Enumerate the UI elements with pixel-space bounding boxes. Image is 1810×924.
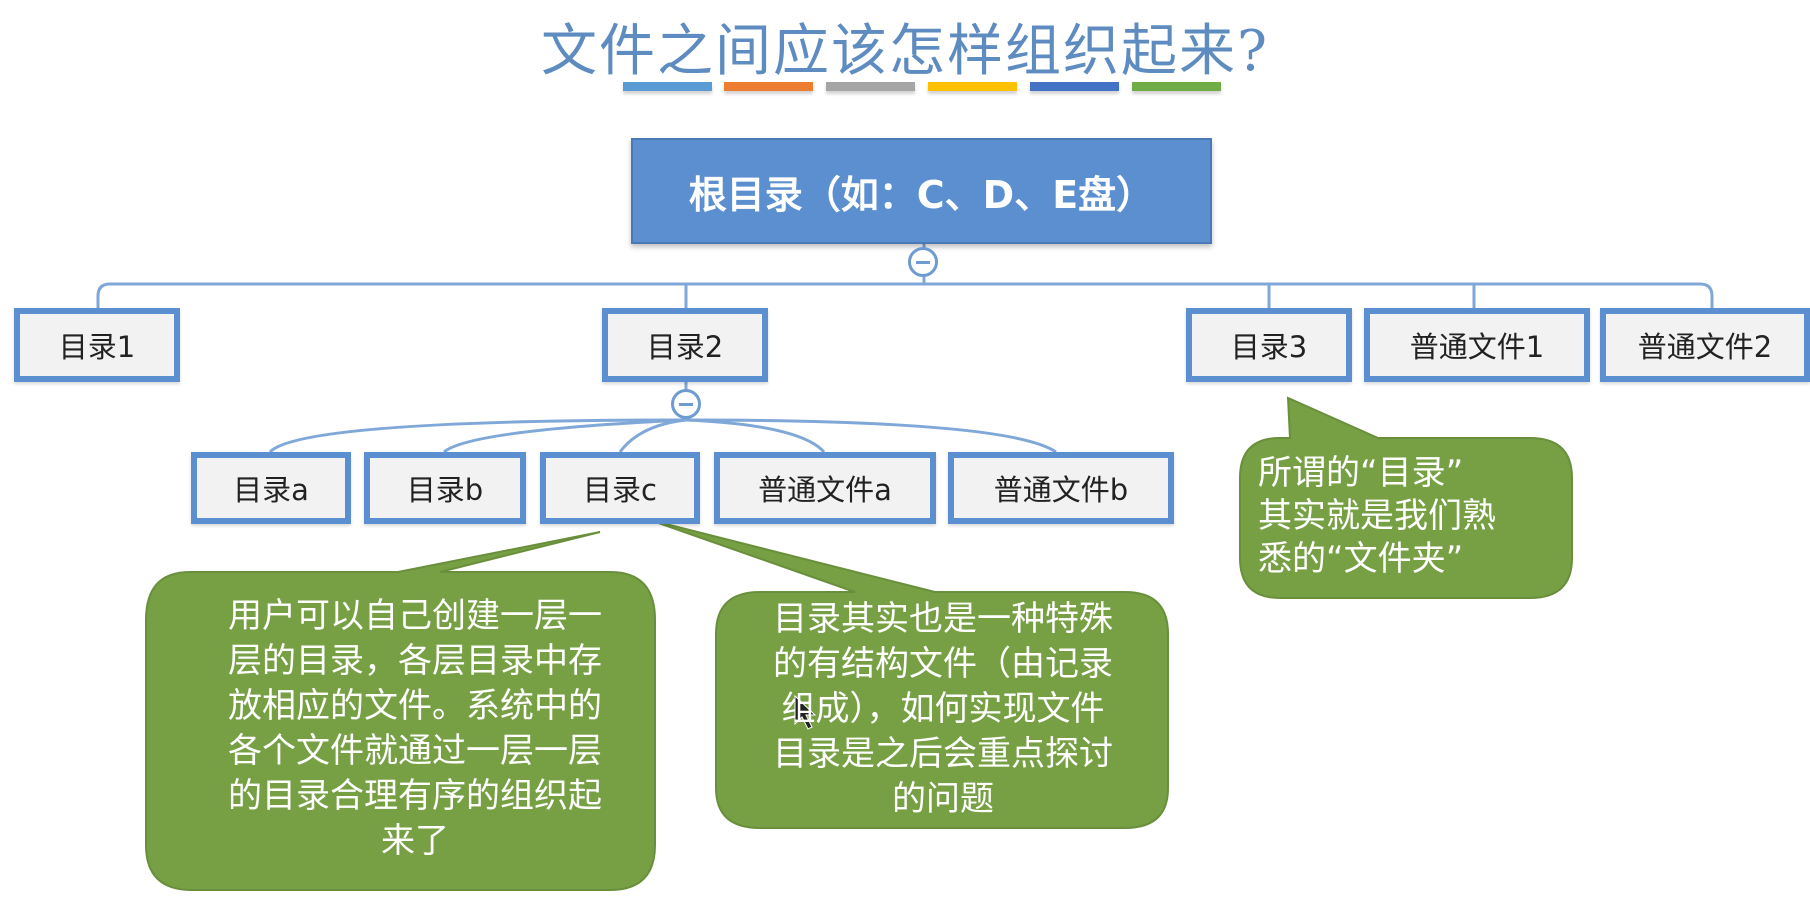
callout-right-text: 目录其实也是一种特殊 的有结构文件（由记录 组成），如何实现文件 目录是之后会重…: [773, 599, 1113, 819]
color-strip-darkblue: [1030, 82, 1119, 91]
collapse-minus-icon[interactable]: [671, 389, 701, 419]
node-directory-1[interactable]: 目录1: [14, 308, 180, 382]
callout-top-text: 所谓的“目录” 其实就是我们熟 悉的“文件夹”: [1258, 453, 1496, 579]
collapse-minus-icon[interactable]: [908, 247, 938, 277]
color-strip-green: [1132, 82, 1221, 91]
node-directory-3[interactable]: 目录3: [1186, 308, 1352, 382]
node-regular-file-2[interactable]: 普通文件2: [1600, 308, 1810, 382]
callout-left-text: 用户可以自己创建一层一 层的目录，各层目录中存 放相应的文件。系统中的 各个文件…: [228, 596, 602, 861]
node-regular-file-b[interactable]: 普通文件b: [948, 452, 1174, 524]
node-directory-2[interactable]: 目录2: [602, 308, 768, 382]
node-directory-a[interactable]: 目录a: [191, 452, 351, 524]
node-regular-file-a[interactable]: 普通文件a: [714, 452, 936, 524]
page-title: 文件之间应该怎样组织起来?: [540, 19, 1270, 84]
cursor-arrow-icon: [794, 694, 817, 730]
callout-right-bubble: [649, 519, 1169, 829]
root-directory-node[interactable]: 根目录（如：C、D、E盘）: [631, 138, 1212, 244]
color-strip-yellow: [928, 82, 1017, 91]
node-directory-c[interactable]: 目录c: [540, 452, 700, 524]
callout-top-bubble: [1239, 396, 1573, 599]
color-strip-blue: [623, 82, 712, 91]
color-strip-orange: [724, 82, 813, 91]
node-regular-file-1[interactable]: 普通文件1: [1364, 308, 1590, 382]
node-directory-b[interactable]: 目录b: [364, 452, 526, 524]
callout-left-bubble: [145, 531, 656, 891]
color-strip-gray: [826, 82, 915, 91]
